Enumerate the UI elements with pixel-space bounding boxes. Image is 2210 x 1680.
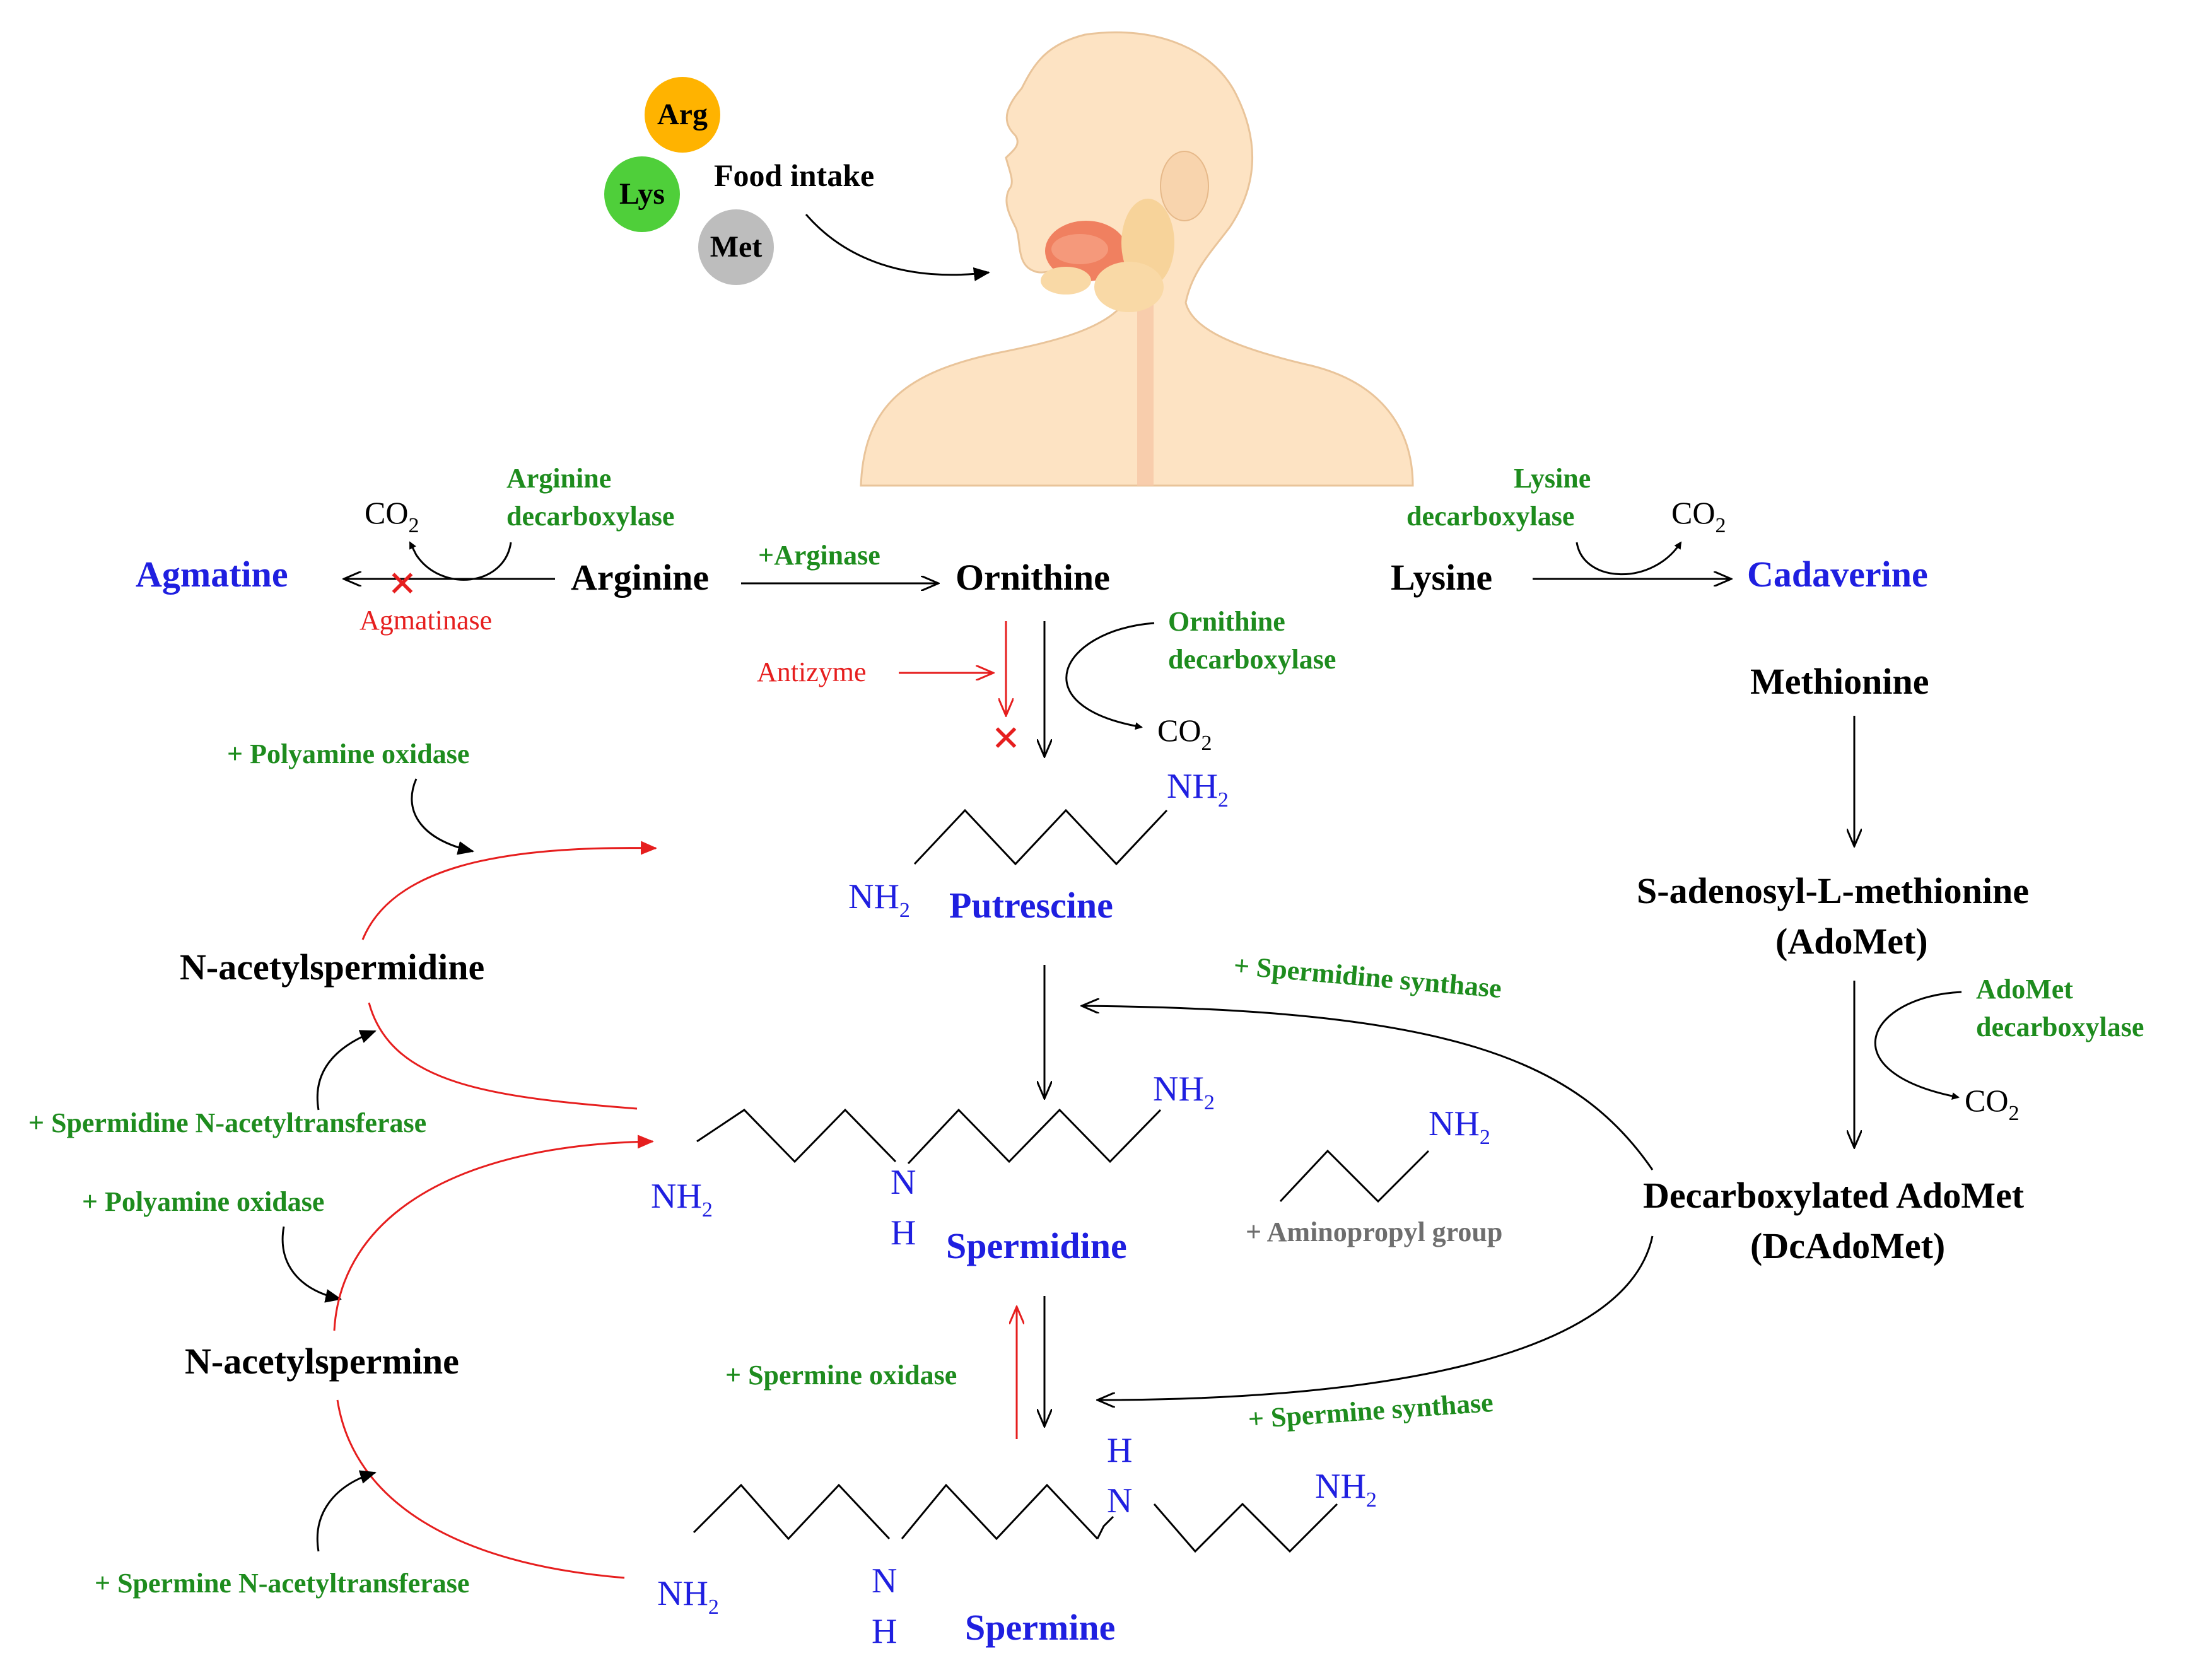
lysine-decarboxylase-co2-curve — [1576, 541, 1682, 576]
antizyme: Antizyme — [757, 656, 867, 687]
spermidine-to-acetylspermidine-arrow — [368, 1002, 638, 1110]
agmatinase: Agmatinase — [360, 605, 492, 636]
spermine-structure-far-right — [1153, 1502, 1338, 1553]
n-acetylspermine: N-acetylspermine — [185, 1341, 459, 1382]
ornithine-decarboxylase-2: decarboxylase — [1168, 644, 1336, 675]
lys-circle — [604, 156, 680, 232]
polyamine-oxidase-top-arrow — [411, 778, 474, 855]
putrescine-nh2-left: NH2 — [848, 877, 910, 922]
dcadomet-line1: Decarboxylated AdoMet — [1643, 1175, 2025, 1216]
spermine-structure-right — [1096, 1515, 1114, 1539]
spermidine-nh2-left: NH2 — [651, 1177, 713, 1222]
co2-dcadomet: CO2 — [1965, 1083, 2019, 1125]
lys-label: Lys — [619, 177, 665, 211]
polyamine-oxidase-top: + Polyamine oxidase — [227, 738, 469, 769]
lysine-decarboxylase-2: decarboxylase — [1406, 501, 1574, 532]
cadaverine: Cadaverine — [1747, 554, 1928, 595]
putrescine-structure — [913, 808, 1168, 866]
co2-cadaverine: CO2 — [1671, 495, 1726, 537]
human-head-illustration — [860, 31, 1414, 487]
spermine-n-acetyltransferase-arrow — [316, 1470, 377, 1552]
adomet-decarboxylase-co2-curve — [1874, 991, 1962, 1100]
spermidine: Spermidine — [946, 1225, 1127, 1266]
aminopropyl-group-label: + Aminopropyl group — [1246, 1216, 1502, 1247]
spermine-n-left: N — [872, 1561, 897, 1601]
arg-decarboxylase-co2-curve — [409, 541, 512, 581]
spermidine-structure-right — [907, 1108, 1162, 1165]
ornithine-decarboxylase-co2-curve — [1065, 622, 1155, 730]
arginase: +Arginase — [758, 540, 880, 571]
ornithine: Ornithine — [956, 557, 1110, 598]
spermidine-h: H — [891, 1213, 916, 1252]
agmatine: Agmatine — [136, 554, 288, 595]
spermine-oxidase: + Spermine oxidase — [725, 1360, 957, 1391]
putrescine: Putrescine — [949, 885, 1113, 926]
submandibular-gland — [1094, 262, 1164, 312]
lysine-decarboxylase-1: Lysine — [1514, 463, 1591, 494]
spermine-nh2-right: NH2 — [1315, 1467, 1377, 1512]
spermine-nh2-left: NH2 — [657, 1574, 719, 1619]
spermidine-synthase: + Spermidine synthase — [1232, 950, 1503, 1004]
acetylspermidine-to-putrescine-arrow — [361, 841, 657, 940]
spermine: Spermine — [965, 1607, 1115, 1648]
spermine-h-left: H — [872, 1612, 897, 1651]
agmatinase-x-icon: ✕ — [388, 565, 418, 604]
arginine: Arginine — [571, 557, 709, 598]
spermine-structure-mid — [901, 1483, 1099, 1541]
polyamine-oxidase-mid: + Polyamine oxidase — [82, 1186, 324, 1217]
dcadomet-line2: (DcAdoMet) — [1750, 1225, 1945, 1266]
lysine: Lysine — [1391, 557, 1492, 598]
aminopropyl-structure — [1279, 1149, 1430, 1203]
antizyme-x-icon: ✕ — [991, 720, 1021, 759]
sublingual-gland — [1041, 267, 1091, 295]
met-circle — [698, 209, 774, 285]
spermine-n-acetyltransferase: + Spermine N-acetyltransferase — [95, 1568, 469, 1599]
spermidine-n-acetyltransferase-arrow — [316, 1030, 377, 1111]
arg-label: Arg — [657, 98, 708, 131]
adomet-line1: S-adenosyl-L-methionine — [1637, 870, 2029, 911]
met-label: Met — [710, 230, 763, 264]
spermine-synthase-arrow — [1097, 1235, 1654, 1400]
salivary-gland-highlight — [1051, 234, 1108, 264]
spermidine-synthase-arrow — [1082, 1006, 1654, 1170]
aminopropyl-nh2: NH2 — [1429, 1104, 1490, 1149]
co2-putrescine: CO2 — [1157, 713, 1212, 755]
adomet-decarboxylase-2: decarboxylase — [1976, 1012, 2144, 1042]
spermidine-nh2-right: NH2 — [1153, 1070, 1215, 1114]
spermine-n-right: N — [1107, 1481, 1132, 1520]
methionine: Methionine — [1750, 661, 1929, 702]
food-intake-arrow — [805, 214, 990, 281]
spermine-h-right: H — [1107, 1431, 1132, 1470]
adomet-decarboxylase-1: AdoMet — [1976, 974, 2073, 1005]
spermidine-structure-left — [696, 1108, 897, 1164]
food-intake-label: Food intake — [714, 158, 874, 193]
arginine-decarboxylase-2: decarboxylase — [506, 501, 674, 532]
ear — [1160, 151, 1209, 221]
ornithine-decarboxylase-1: Ornithine — [1168, 606, 1285, 637]
acetylspermine-to-spermidine-arrow — [333, 1135, 654, 1331]
putrescine-nh2-right: NH2 — [1167, 767, 1229, 812]
co2-agmatine: CO2 — [365, 495, 419, 537]
spermine-structure-left — [693, 1483, 891, 1541]
adomet-line2: (AdoMet) — [1775, 921, 1928, 962]
polyamine-oxidase-mid-arrow — [281, 1226, 342, 1303]
spermine-to-acetylspermine-arrow — [336, 1399, 625, 1579]
spermidine-n: N — [891, 1163, 916, 1202]
spermidine-n-acetyltransferase: + Spermidine N-acetyltransferase — [28, 1107, 426, 1138]
arginine-decarboxylase-1: Arginine — [506, 463, 611, 494]
n-acetylspermidine: N-acetylspermidine — [180, 947, 484, 988]
arg-circle — [645, 77, 720, 153]
